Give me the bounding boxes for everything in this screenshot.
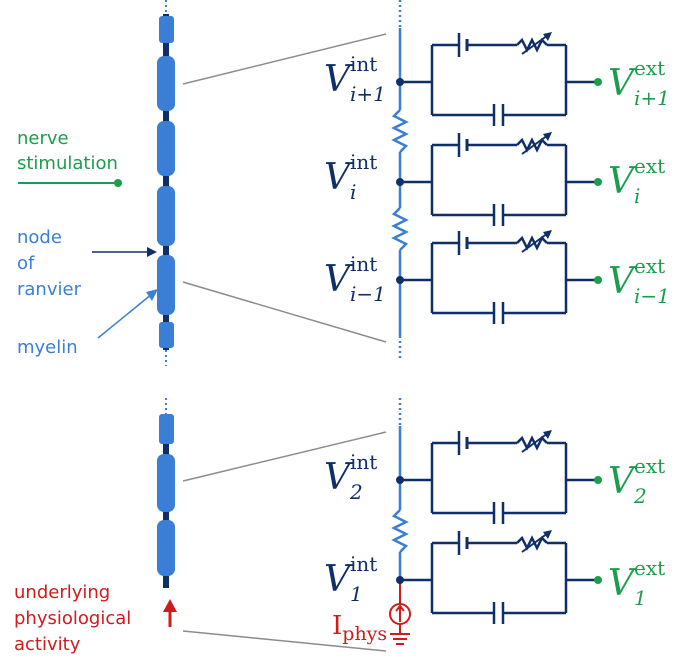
iphys-sub: phys bbox=[342, 623, 388, 645]
internal-node bbox=[396, 276, 404, 284]
myelin-segment bbox=[159, 16, 174, 43]
internal-node bbox=[396, 476, 404, 484]
node-arrowhead bbox=[147, 247, 157, 257]
variable-resistor bbox=[516, 137, 548, 153]
myelin-segment bbox=[157, 56, 175, 111]
variable-resistor-arrowhead bbox=[543, 530, 552, 539]
connector-lines bbox=[182, 33, 387, 652]
nerve-label-line1: nerve bbox=[17, 128, 69, 149]
variable-resistor-arrowhead bbox=[543, 32, 552, 41]
myelin-arrowhead bbox=[146, 289, 158, 301]
variable-resistor-arrow bbox=[521, 232, 549, 253]
myelin-segment bbox=[157, 186, 175, 246]
external-node bbox=[594, 476, 602, 484]
node-label-line3: ranvier bbox=[17, 279, 81, 300]
activity-arrowhead bbox=[163, 599, 177, 612]
lower-axon bbox=[157, 398, 175, 588]
internal-node bbox=[396, 576, 404, 584]
variable-resistor-arrow bbox=[521, 134, 549, 155]
variable-resistor-arrowhead bbox=[543, 132, 552, 141]
external-node bbox=[594, 276, 602, 284]
axial-resistor bbox=[391, 207, 409, 251]
iphys-label: Iphys bbox=[332, 611, 388, 645]
membrane-circuits bbox=[396, 32, 602, 624]
external-node bbox=[594, 576, 602, 584]
myelin-segment bbox=[157, 121, 175, 176]
axial-resistor bbox=[391, 109, 409, 153]
variable-resistor bbox=[516, 435, 548, 451]
variable-resistor-arrowhead bbox=[543, 230, 552, 239]
upper-axon bbox=[157, 0, 175, 366]
current-source bbox=[389, 584, 411, 645]
internal-node bbox=[396, 178, 404, 186]
external-node bbox=[594, 178, 602, 186]
variable-resistor-arrowhead bbox=[543, 430, 552, 439]
variable-resistor-arrow bbox=[521, 432, 549, 453]
activity-label-line1: underlying bbox=[14, 582, 111, 603]
external-node bbox=[594, 78, 602, 86]
myelin-segment bbox=[157, 255, 175, 315]
variable-resistor bbox=[516, 37, 548, 53]
stimulation-dot bbox=[114, 179, 122, 187]
myelin-segment bbox=[159, 414, 174, 444]
internal-node bbox=[396, 78, 404, 86]
variable-resistor-arrow bbox=[521, 532, 549, 553]
node-label-line2: of bbox=[17, 253, 35, 274]
upper-internal-rail bbox=[391, 0, 409, 360]
myelin-segment bbox=[159, 322, 174, 348]
myelin-segment bbox=[157, 454, 175, 512]
variable-resistor-arrow bbox=[521, 34, 549, 55]
myelin-segment bbox=[157, 520, 175, 576]
node-label-line1: node bbox=[17, 227, 62, 248]
variable-resistor bbox=[516, 535, 548, 551]
activity-label-line3: activity bbox=[14, 634, 81, 655]
axial-resistor bbox=[391, 509, 409, 553]
lower-internal-rail bbox=[391, 398, 409, 584]
nerve-label-line2: stimulation bbox=[17, 153, 118, 174]
activity-label-line2: physiological bbox=[14, 608, 132, 629]
variable-resistor bbox=[516, 235, 548, 251]
iphys-main: I bbox=[332, 611, 343, 641]
myelin-label: myelin bbox=[17, 337, 78, 358]
